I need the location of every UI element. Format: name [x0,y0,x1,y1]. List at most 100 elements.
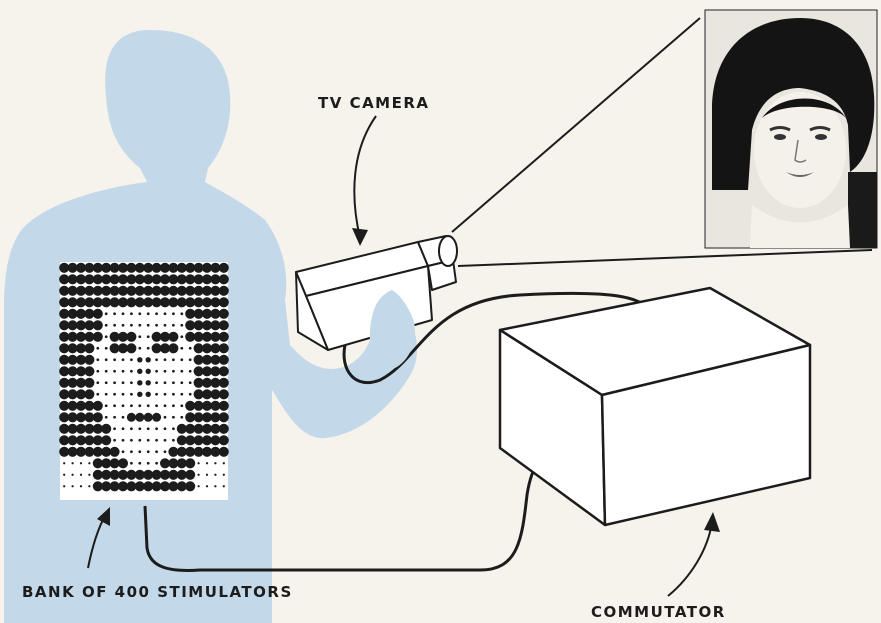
bank-of-stimulators-label: BANK OF 400 STIMULATORS [22,583,293,601]
stimulator-dot [180,404,183,407]
stimulator-dot [219,297,229,307]
stimulator-dot [189,393,192,396]
commutator-arrow [668,512,720,596]
stimulator-dot [197,462,199,464]
stimulator-dot [172,439,175,442]
stimulator-dot [96,358,99,361]
stimulator-dot [146,380,151,385]
stimulator-dot [84,366,94,376]
stimulator-dot [168,332,178,342]
stimulator-dot [155,427,158,430]
stimulator-dot [206,474,208,476]
stimulator-dot [164,324,167,327]
stimulator-dot [147,347,150,350]
stimulator-dot [80,474,82,476]
stimulator-dot [147,450,150,453]
stimulator-dot [172,370,175,373]
stimulator-dot [130,450,133,453]
stimulator-dot [137,380,142,385]
stimulator-dot [105,312,108,315]
stimulator-dot [96,347,99,350]
stimulator-dot [122,312,125,315]
stimulator-dot [219,274,229,284]
stimulator-dot [206,462,208,464]
sight-line-bottom [458,250,872,266]
stimulator-dot [122,404,125,407]
stimulator-dot [138,439,141,442]
stimulator-dot [155,324,158,327]
stimulator-dot [113,404,116,407]
stimulator-dot [164,439,167,442]
stimulator-dot [219,263,229,273]
stimulator-dot [189,347,192,350]
stimulator-dot [180,381,183,384]
stimulator-dot [113,439,116,442]
stimulator-dot [185,458,195,468]
stimulator-dot [88,485,90,487]
stimulator-dot [113,358,116,361]
tv-camera-label: TV CAMERA [318,94,430,112]
stimulator-dot [130,427,133,430]
stimulator-dot [147,427,150,430]
stimulator-dot [164,450,167,453]
stimulator-dot [164,370,167,373]
stimulator-dot [130,381,133,384]
stimulator-dot [105,404,108,407]
stimulator-dot [105,358,108,361]
stimulator-dot [189,358,192,361]
stimulator-dot [138,427,141,430]
stimulator-dot [144,413,153,422]
stimulator-dot [126,332,136,342]
stimulator-dot [219,447,229,457]
stimulator-dot [101,435,111,445]
stimulator-dot [113,381,116,384]
stimulator-dot [219,286,229,296]
stimulator-dot [155,450,158,453]
stimulator-dot [172,324,175,327]
stimulator-dot [180,347,183,350]
stimulator-dot [105,381,108,384]
stimulator-dot [138,404,141,407]
stimulator-dot [96,393,99,396]
stimulator-dot [164,381,167,384]
stimulator-dot [138,462,141,465]
stimulator-dot [172,312,175,315]
stimulator-dot [147,439,150,442]
stimulator-dot [180,335,183,338]
stimulator-dot [88,462,90,464]
stimulator-dot [152,413,161,422]
stimulator-dot [180,324,183,327]
stimulator-dot [130,312,133,315]
stimulator-dot [130,358,133,361]
stimulator-dot [113,312,116,315]
stimulator-dot [63,462,65,464]
stimulator-dot [206,485,208,487]
stimulator-dot [147,335,150,338]
stimulator-dot [223,474,225,476]
stimulator-dot [219,389,229,399]
stimulator-dot [130,404,133,407]
stimulator-dot [219,332,229,342]
stimulator-dot [130,324,133,327]
stimulator-dot [137,357,142,362]
stimulator-dot [219,435,229,445]
stimulator-dot [164,393,167,396]
stimulator-dot [219,320,229,330]
stimulator-dot [146,369,151,374]
stimulator-dot [101,424,111,434]
stimulator-dot [93,332,103,342]
stimulator-dot [155,404,158,407]
stimulator-dot [122,450,125,453]
stimulator-dot [122,358,125,361]
stimulator-dot [105,370,108,373]
stimulator-dot [214,462,216,464]
stimulator-dot [84,378,94,388]
stimulator-dot [146,392,151,397]
stimulator-dot [185,470,195,480]
stimulator-dot [127,413,136,422]
stimulator-dot [172,416,175,419]
stimulator-dot [155,312,158,315]
stimulator-dot [96,370,99,373]
